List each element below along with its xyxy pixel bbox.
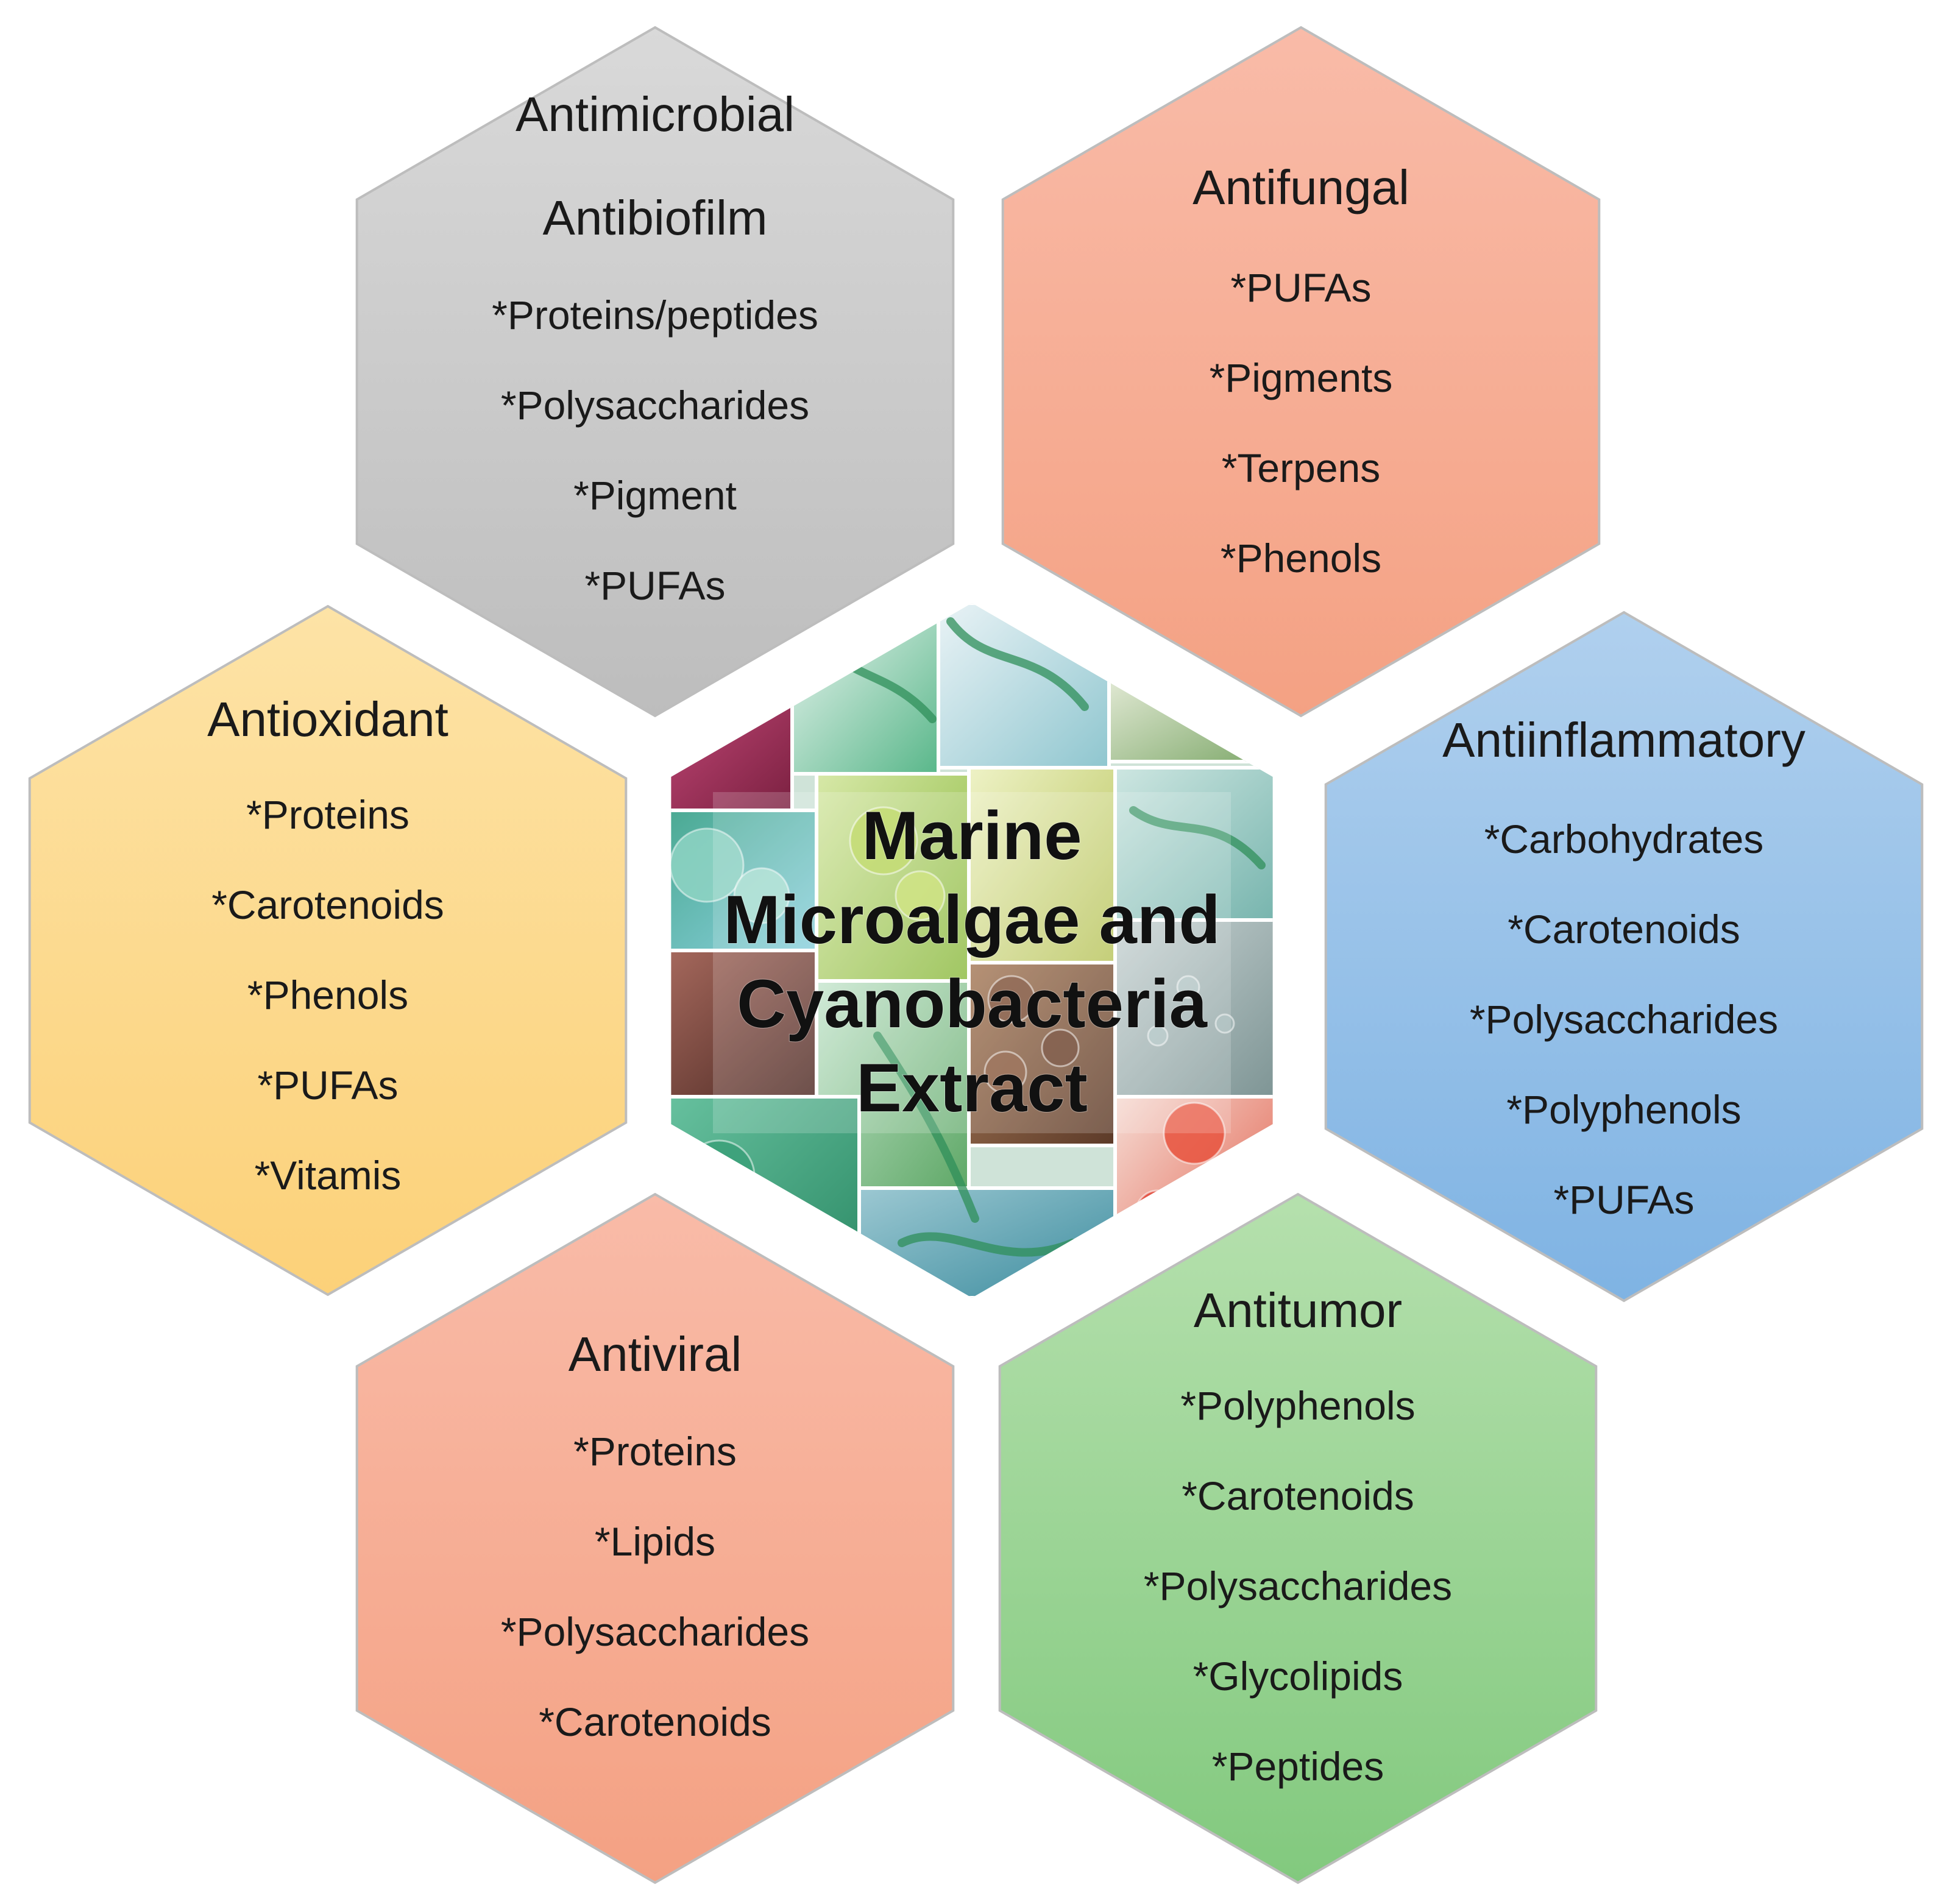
hexagon-antiinflammatory-item: *Polyphenols — [1506, 1087, 1741, 1132]
cell-shape — [1214, 1013, 1235, 1034]
microscopy-tile — [671, 949, 818, 1099]
hexagon-antioxidant-item: *PUFAs — [257, 1063, 398, 1108]
hexagon-antitumor-shape — [998, 1192, 1598, 1885]
hexagon-antiviral-item: *Carotenoids — [539, 1699, 771, 1744]
filament-shape — [873, 1032, 979, 1223]
hexagon-antifungal-item: *PUFAs — [1230, 265, 1371, 310]
hexagon-antiviral-title: Antiviral — [569, 1327, 742, 1381]
filament-shape — [898, 1232, 1077, 1257]
cell-shape — [849, 806, 918, 876]
hexagon-antifungal-title: Antifungal — [1192, 160, 1409, 214]
cell-shape — [1147, 1025, 1169, 1047]
hexagon-antitumor-item: *Polyphenols — [1180, 1383, 1415, 1428]
hexagon-antiinflammatory-item: *Carotenoids — [1508, 907, 1740, 952]
hexagon-antitumor-item: *Glycolipids — [1193, 1654, 1403, 1699]
microscopy-tile — [937, 603, 1111, 770]
microscopy-tile — [1113, 766, 1273, 922]
hexagon-antitumor-item: *Polysaccharides — [1144, 1563, 1452, 1608]
hexagon-antimicrobial-shape — [355, 26, 955, 718]
center-title-line: Cyanobacteria — [737, 966, 1208, 1042]
hexagon-antiviral-shape — [355, 1192, 955, 1885]
center-title-line: Marine — [862, 798, 1082, 874]
hexagon-antimicrobial-title: Antimicrobial — [516, 87, 795, 141]
center-title-line: Microalgae and — [723, 882, 1220, 958]
cell-shape — [1176, 975, 1200, 999]
cell-shape — [983, 1050, 1027, 1094]
hexagon-antimicrobial-title: Antibiofilm — [542, 191, 767, 245]
filament-shape — [1129, 806, 1266, 869]
hexagon-antifungal-item: *Pigments — [1210, 355, 1393, 400]
hexagon-antimicrobial-item: *Pigment — [573, 473, 737, 518]
hexagon-antiviral-item: *Polysaccharides — [501, 1609, 809, 1654]
hexagon-antifungal-shape — [1001, 26, 1601, 718]
microscopy-tile — [967, 766, 1117, 964]
hexagon-antiinflammatory-title: Antiinflammatory — [1442, 713, 1806, 767]
hexagon-antiinflammatory-shape — [1324, 610, 1924, 1303]
hexagon-antimicrobial-item: *Polysaccharides — [501, 383, 809, 428]
hexagon-antitumor-title: Antitumor — [1194, 1283, 1402, 1337]
hexagon-antiviral: Antiviral *Proteins *Lipids *Polysaccharide… — [355, 1192, 955, 1885]
microscopy-tile — [790, 614, 940, 776]
text-veil — [713, 792, 1231, 1133]
hexagon-antifungal-item: *Terpens — [1222, 445, 1381, 490]
cell-shape — [682, 1139, 756, 1212]
hexagon-antioxidant: Antioxidant *Proteins *Carotenoids *Phenols… — [28, 604, 628, 1297]
hexagon-antiinflammatory-item: *Carbohydrates — [1484, 816, 1764, 862]
hexagon-antioxidant-item: *Carotenoids — [211, 882, 444, 927]
cell-shape — [733, 867, 790, 924]
hexagon-antitumor: Antitumor *Polyphenols *Carotenoids *Polysa… — [998, 1192, 1598, 1885]
hexagon-antiviral-item: *Lipids — [595, 1519, 715, 1564]
cell-shape — [1135, 1189, 1181, 1236]
cell-shape — [895, 870, 946, 921]
hexagon-antioxidant-shape — [28, 604, 628, 1297]
microscopy-tile — [1113, 918, 1273, 1099]
hexagon-antitumor-item: *Carotenoids — [1182, 1473, 1414, 1518]
hexagon-antimicrobial-item: *PUFAs — [584, 563, 725, 608]
hexagon-antiinflammatory: Antiinflammatory *Carbohydrates *Carotenoi… — [1324, 610, 1924, 1303]
hexagon-antioxidant-item: *Proteins — [246, 792, 409, 837]
hexagon-antiinflammatory-item: *Polysaccharides — [1470, 997, 1778, 1042]
hexagon-antifungal-item: *Phenols — [1221, 536, 1381, 581]
hexagon-antitumor-item: *Peptides — [1212, 1744, 1384, 1789]
hexagon-antioxidant-item: *Phenols — [247, 972, 408, 1017]
cell-shape — [1041, 1028, 1080, 1067]
hexagon-antioxidant-title: Antioxidant — [207, 692, 448, 746]
cell-shape — [1210, 1167, 1264, 1221]
hexagon-antimicrobial-item: *Proteins/peptides — [492, 292, 818, 338]
hexagon-antioxidant-item: *Vitamis — [255, 1153, 402, 1198]
filament-shape — [946, 617, 1089, 711]
hexagon-antiinflammatory-item: *PUFAs — [1553, 1177, 1694, 1222]
cell-shape — [987, 975, 1036, 1024]
cell-shape — [1163, 1102, 1226, 1165]
cell-shape — [671, 827, 745, 903]
center-title-line: Extract — [856, 1050, 1088, 1126]
hexagon-antifungal: Antifungal *PUFAs *Pigments *Terpens *Phenol… — [1001, 26, 1601, 718]
cell-shape — [757, 1195, 815, 1254]
hexagon-antiviral-item: *Proteins — [573, 1429, 737, 1474]
